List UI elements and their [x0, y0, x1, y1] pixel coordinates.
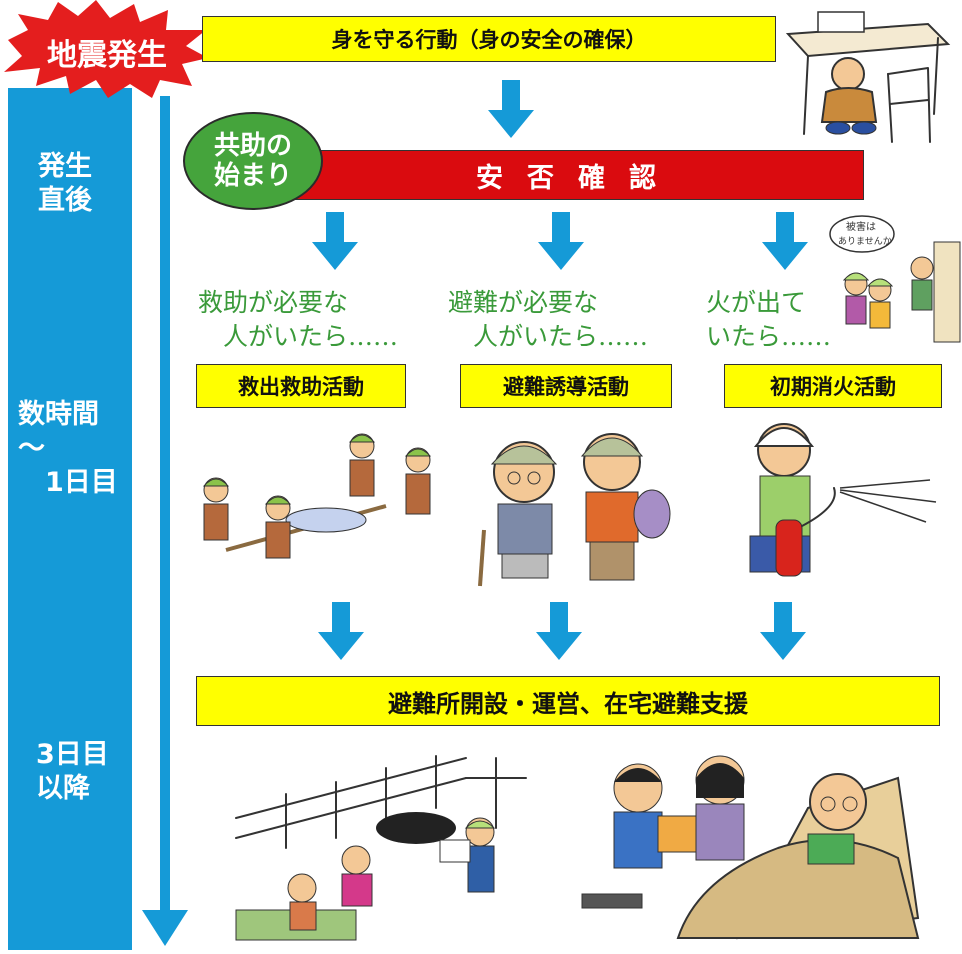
fire-extinguishing-illustration — [749, 423, 937, 577]
timeline-arrow-head — [142, 910, 188, 946]
protect-action-label: 身を守る行動（身の安全の確保） — [331, 28, 647, 52]
burst-shape — [4, 0, 208, 98]
protect-action-bar: 身を守る行動（身の安全の確保） — [202, 16, 776, 62]
phase-immediate: 発生 直後 — [38, 151, 92, 216]
safety-check-bar: 安否確認 — [292, 150, 864, 200]
earthquake-label: 地震発生 — [47, 38, 167, 73]
stretcher-rescue-illustration — [202, 433, 432, 559]
speech-bubble-text: 被害は — [846, 220, 876, 233]
down-arrow — [762, 212, 808, 270]
mutual-aid-label: 共助の 始まり — [213, 131, 292, 191]
home-support-illustration — [581, 755, 920, 940]
firefighting-activity-bar: 初期消火活動 — [724, 364, 942, 408]
down-arrow — [488, 80, 534, 138]
timeline-bar — [8, 88, 132, 950]
phase-hours-to-day1: 数時間 〜 1日目 — [18, 399, 118, 498]
timeline-arrow — [160, 96, 170, 914]
condition-rescue: 救助が必要な 人がいたら…… — [198, 288, 399, 351]
neighbor-check-illustration: 被害は ありませんか — [829, 215, 961, 343]
firefighting-activity-label: 初期消火活動 — [770, 375, 896, 399]
down-arrow — [538, 212, 584, 270]
shelter-support-label: 避難所開設・運営、在宅避難支援 — [388, 689, 748, 718]
down-arrow — [318, 602, 364, 660]
evacuation-activity-label: 避難誘導活動 — [503, 375, 629, 399]
rescue-activity-bar: 救出救助活動 — [196, 364, 406, 408]
condition-fire: 火が出て いたら…… — [706, 288, 832, 351]
condition-evacuation: 避難が必要な 人がいたら…… — [448, 288, 649, 351]
phase-day3-onward: 3日目 以降 — [36, 739, 109, 804]
safety-check-label: 安否確認 — [476, 162, 680, 194]
rescue-activity-label: 救出救助活動 — [238, 375, 364, 399]
down-arrow — [536, 602, 582, 660]
down-arrow — [760, 602, 806, 660]
evacuation-guidance-illustration — [478, 433, 671, 587]
shelter-illustration — [235, 755, 527, 941]
shelter-support-bar: 避難所開設・運営、在宅避難支援 — [196, 676, 940, 726]
mutual-aid-circle: 共助の 始まり — [183, 112, 323, 210]
desk-shelter-illustration — [785, 11, 951, 143]
svg-text:ありませんか: ありませんか — [838, 236, 892, 247]
down-arrow — [312, 212, 358, 270]
evacuation-activity-bar: 避難誘導活動 — [460, 364, 672, 408]
